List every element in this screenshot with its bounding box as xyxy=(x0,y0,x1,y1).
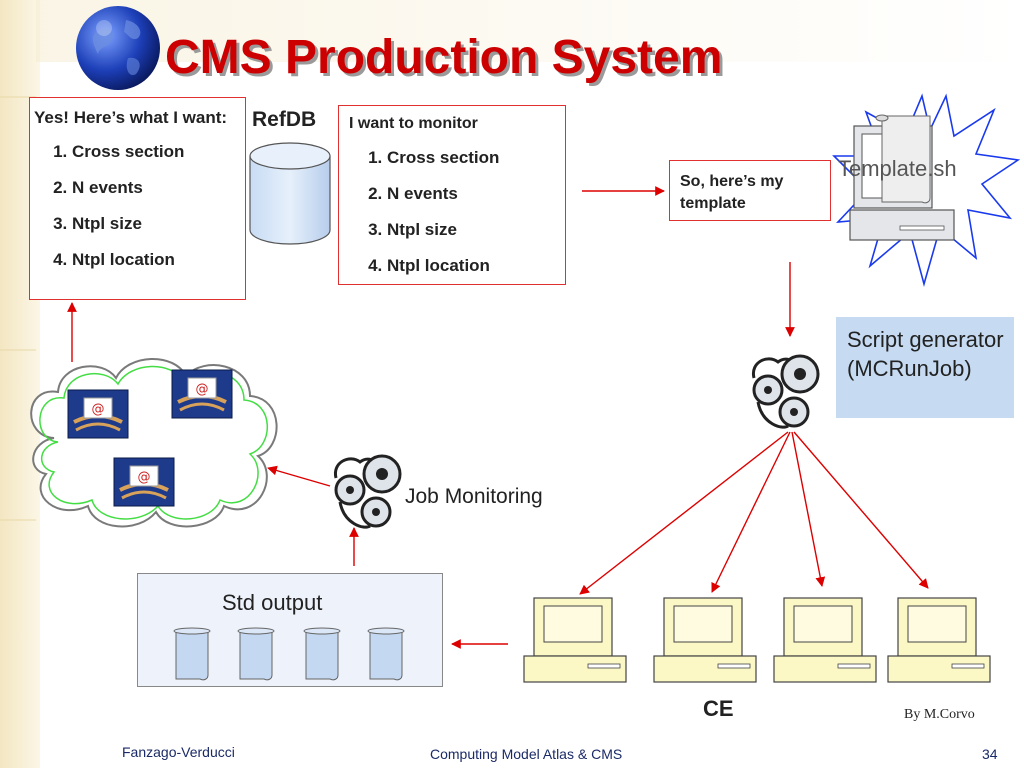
footer-left: Fanzago-Verducci xyxy=(122,744,235,760)
gears-icon xyxy=(333,454,402,529)
std-output-label: Std output xyxy=(222,590,323,615)
scroll-document-icon xyxy=(237,627,275,681)
page-number: 34 xyxy=(982,746,998,762)
job-monitoring-label: Job Monitoring xyxy=(405,485,543,508)
requirements-box: Yes! Here’s what I want: Cross section N… xyxy=(29,97,246,300)
list-item: N events xyxy=(72,170,239,206)
ce-computers xyxy=(523,597,991,683)
footer-center: Computing Model Atlas & CMS xyxy=(430,746,623,762)
arrow xyxy=(267,465,331,487)
computer-icon xyxy=(887,597,991,683)
script-generator-box: Script generator (MCRunJob) xyxy=(836,317,1014,418)
template-box: So, here’s my template xyxy=(669,160,831,221)
template-file-label: Template.sh xyxy=(838,156,957,181)
svg-text:@: @ xyxy=(196,382,209,397)
scroll-document-icon xyxy=(173,627,211,681)
arrow xyxy=(579,431,789,595)
monitor-heading: I want to monitor xyxy=(349,115,478,132)
email-icon: @ xyxy=(171,369,233,419)
email-icon: @ xyxy=(113,457,175,507)
monitor-box: I want to monitor Cross section N events… xyxy=(338,105,566,285)
list-item: Ntpl size xyxy=(387,212,559,248)
slide-title: CMS Production System xyxy=(165,31,723,84)
database-cylinder-icon xyxy=(249,142,331,245)
top-band xyxy=(36,0,1024,62)
svg-text:@: @ xyxy=(138,470,151,485)
scroll-document-icon xyxy=(303,627,341,681)
list-item: Cross section xyxy=(72,134,239,170)
email-icon: @ xyxy=(67,389,129,439)
arrow xyxy=(711,431,791,593)
list-item: N events xyxy=(387,176,559,212)
list-item: Cross section xyxy=(387,140,559,176)
list-item: Ntpl size xyxy=(72,206,239,242)
arrow xyxy=(791,431,826,587)
computer-icon xyxy=(773,597,877,683)
computer-icon xyxy=(523,597,627,683)
list-item: Ntpl location xyxy=(72,242,239,278)
scroll-document-icon xyxy=(875,114,931,204)
svg-text:@: @ xyxy=(92,402,105,417)
script-generator-label: Script generator (MCRunJob) xyxy=(847,327,1004,381)
computer-icon xyxy=(653,597,757,683)
scroll-document-icon xyxy=(367,627,405,681)
ce-label: CE xyxy=(703,696,734,721)
globe-icon xyxy=(76,6,160,90)
gears-icon xyxy=(751,354,820,429)
list-item: Ntpl location xyxy=(387,248,559,284)
author-credit: By M.Corvo xyxy=(904,707,975,722)
requirements-heading: Yes! Here’s what I want: xyxy=(34,108,228,127)
std-output-documents xyxy=(173,627,405,681)
arrow xyxy=(793,431,929,589)
template-box-text: So, here’s my template xyxy=(680,173,784,212)
refdb-label: RefDB xyxy=(252,108,317,131)
